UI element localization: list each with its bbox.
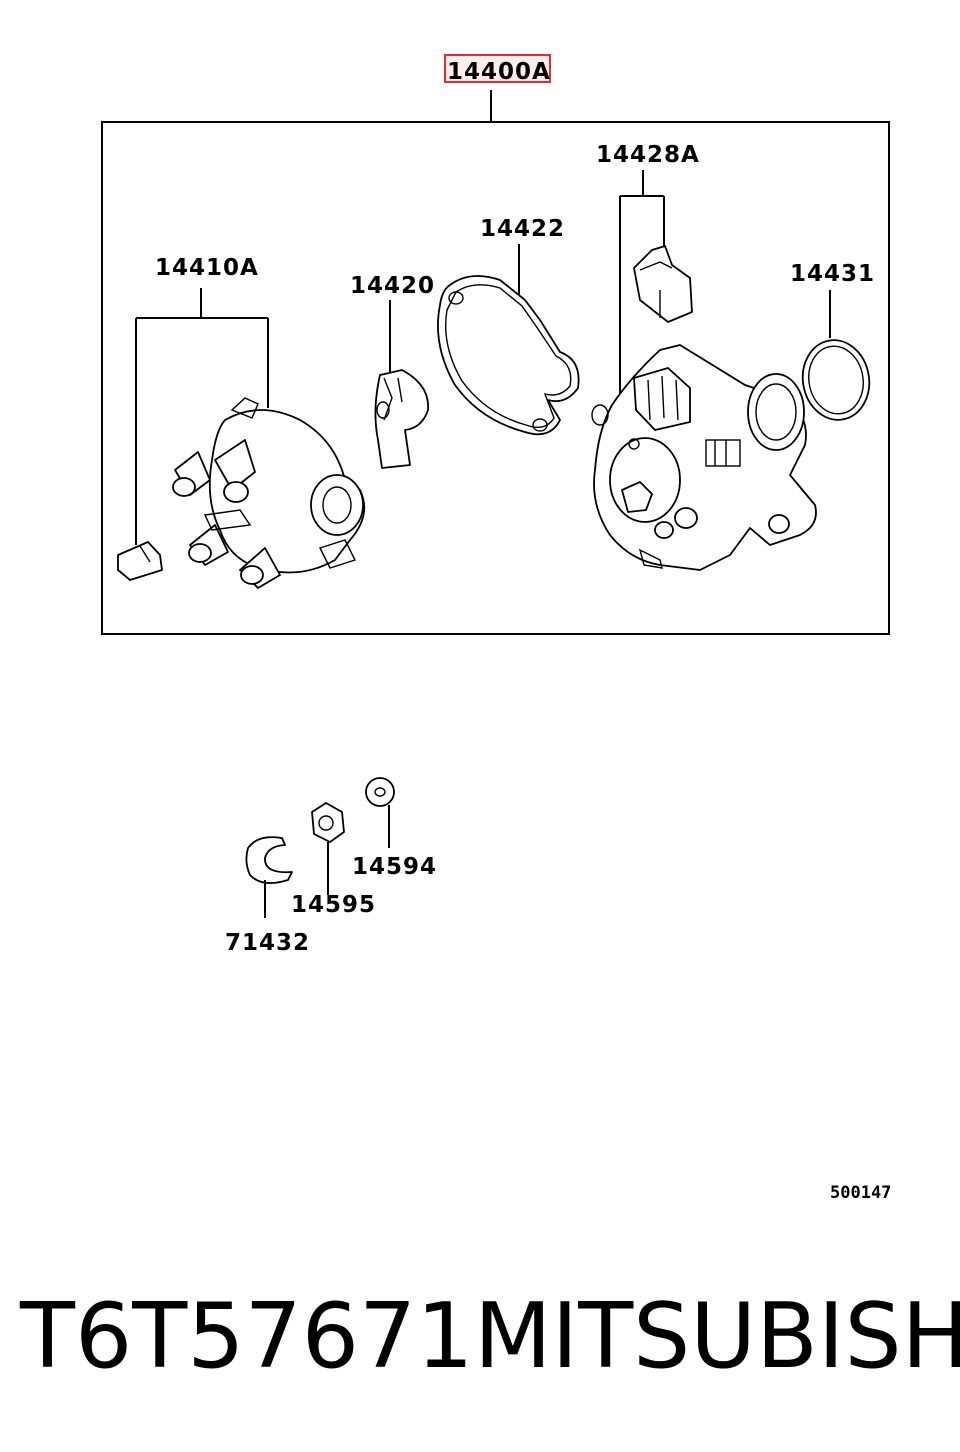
cap-callout-label[interactable]: 14410A xyxy=(155,255,259,281)
nut-drawing xyxy=(311,802,345,843)
main-callout-label[interactable]: 14400A xyxy=(447,59,551,85)
part-number: T6T57671 xyxy=(20,1284,474,1389)
nut-callout-label[interactable]: 14595 xyxy=(291,892,376,918)
distributor-housing-drawing xyxy=(591,344,817,571)
oring-callout-label[interactable]: 14431 xyxy=(790,261,875,287)
gasket-drawing xyxy=(437,275,580,436)
gasket-callout-label[interactable]: 14422 xyxy=(480,216,565,242)
rotor-callout-label[interactable]: 14420 xyxy=(350,273,435,299)
oring-drawing xyxy=(801,339,871,421)
main-callout-highlight xyxy=(444,54,551,83)
washer-drawing xyxy=(365,777,395,807)
distributor-cap-drawing xyxy=(117,397,366,589)
rotor-drawing xyxy=(374,369,429,469)
clip-callout-label[interactable]: 71432 xyxy=(225,930,310,956)
clip-drawing xyxy=(245,836,293,884)
washer-callout-label[interactable]: 14594 xyxy=(352,854,437,880)
assembly-frame xyxy=(101,121,890,635)
diagram-reference-code: 500147 xyxy=(830,1183,891,1203)
brand-name: MITSUBISHI xyxy=(474,1284,960,1389)
connector-drawing xyxy=(633,245,693,323)
connector-callout-label[interactable]: 14428A xyxy=(596,142,700,168)
